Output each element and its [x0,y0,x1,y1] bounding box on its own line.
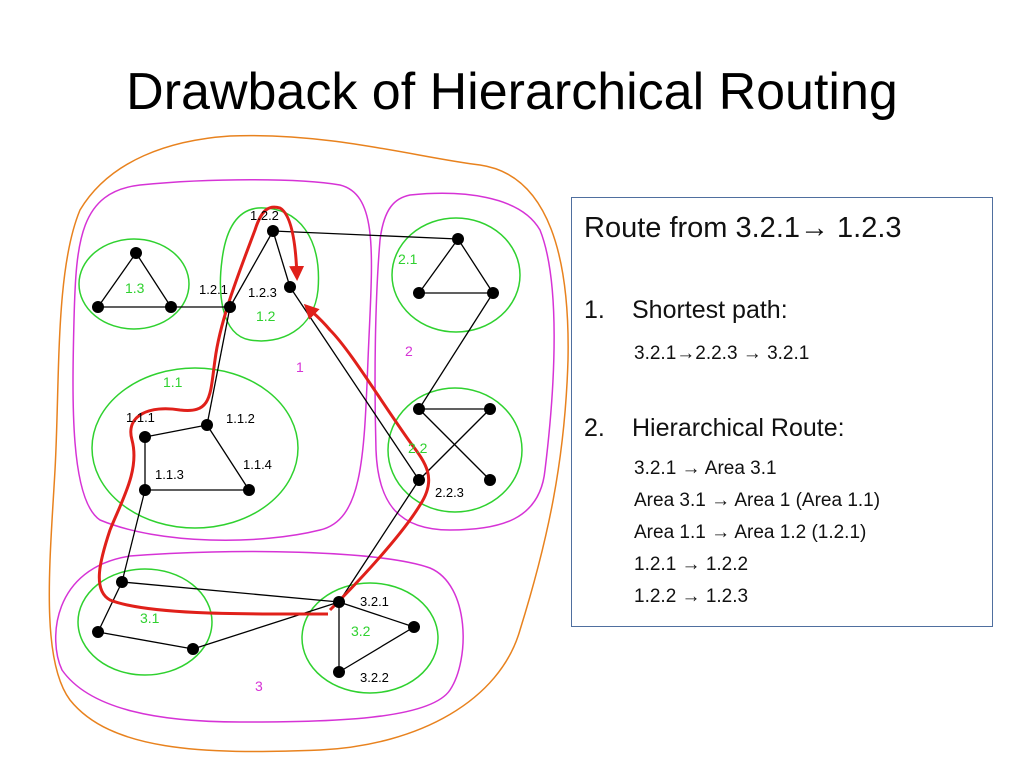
node [92,626,104,638]
node [484,474,496,486]
node-label-1-1-4: 1.1.4 [243,457,272,472]
node [187,643,199,655]
outer-network-boundary [48,134,569,753]
hierarchical-route-line: Area 3.1 → Area 1 (Area 1.1) [634,490,881,511]
link [418,238,459,294]
node [92,301,104,313]
node-label-2-2-3: 2.2.3 [435,485,464,500]
node [452,233,464,245]
subarea-label-3-1: 3.1 [140,610,160,626]
node-label-1-1-3: 1.1.3 [155,467,184,482]
area-2-boundary [374,192,555,531]
link [418,292,494,410]
node-2-2-3 [413,474,425,486]
route-title: Route from 3.2.1→ 1.2.3 [584,212,902,244]
node [165,301,177,313]
link [338,626,415,673]
node-label-1-1-1: 1.1.1 [126,410,155,425]
item-number: 1. [584,296,605,324]
subarea-label-1-2: 1.2 [256,308,276,324]
item-number: 2. [584,414,605,442]
node-1-2-1 [224,301,236,313]
node-1-1-2 [201,419,213,431]
subarea-label-3-2: 3.2 [351,623,371,639]
link [135,252,172,308]
node [413,403,425,415]
link [192,601,340,650]
item-heading: Hierarchical Route: [632,414,845,442]
network-links [97,230,494,673]
link [338,479,420,603]
link [97,631,194,650]
link [97,252,137,308]
hierarchical-route-line: 3.2.1 → Area 3.1 [634,458,777,479]
item-heading: Shortest path: [632,296,788,324]
slide-title: Drawback of Hierarchical Routing [126,63,898,121]
link [457,238,494,294]
node-3-2-2 [333,666,345,678]
hierarchical-route-line: Area 1.1 → Area 1.2 (1.2.1) [634,522,867,543]
area-label-2: 2 [405,343,413,359]
shortest-route-path [303,303,431,612]
subarea-1-2-boundary [219,207,320,342]
shortest-path-heading: 1. Shortest path: [584,296,788,325]
subarea-label-2-2: 2.2 [408,440,428,456]
subarea-2-1-boundary [391,217,521,333]
node [130,247,142,259]
node-label-3-2-1: 3.2.1 [360,594,389,609]
node-label-1-1-2: 1.1.2 [226,411,255,426]
node-3-2-1 [333,596,345,608]
link [206,424,250,491]
node-1-2-3 [284,281,296,293]
area-3-boundary [54,550,464,723]
node-label-3-2-2: 3.2.2 [360,670,389,685]
node-1-1-3 [139,484,151,496]
hierarchical-route-heading: 2. Hierarchical Route: [584,414,845,443]
link [97,581,123,633]
subarea-2-2-boundary [387,387,523,513]
node [408,621,420,633]
subarea-label-1-3: 1.3 [125,280,145,296]
network-nodes [92,225,499,678]
subarea-1-3-boundary [78,238,190,330]
link [272,230,459,240]
subarea-3-2-boundary [301,582,439,694]
node [116,576,128,588]
route-info-box: Route from 3.2.1→ 1.2.3 1. Shortest path:… [571,197,993,627]
area-1-boundary [72,179,373,541]
hierarchical-route-line: 1.2.2 → 1.2.3 [634,586,749,607]
node-1-2-2 [267,225,279,237]
link [229,230,274,308]
subarea-label-1-1: 1.1 [163,374,183,390]
link [289,286,420,481]
link [144,424,208,438]
link [121,489,146,583]
node-label-1-2-3: 1.2.3 [248,285,277,300]
node-label-1-2-1: 1.2.1 [199,282,228,297]
shortest-path-line: 3.2.1→2.2.3 → 3.2.1 [634,343,810,364]
hierarchical-route-path [97,205,329,616]
area-label-1: 1 [296,359,304,375]
link [418,408,491,481]
node [484,403,496,415]
node [413,287,425,299]
node-1-1-1 [139,431,151,443]
node-label-1-2-2: 1.2.2 [250,208,279,223]
area-label-3: 3 [255,678,263,694]
subarea-3-1-boundary [77,568,213,676]
link [206,306,231,426]
subarea-label-2-1: 2.1 [398,251,418,267]
link [121,581,340,603]
node [487,287,499,299]
hierarchical-route-line: 1.2.1 → 1.2.2 [634,554,749,575]
subarea-1-1-boundary [91,367,299,529]
link [338,601,415,628]
node-1-1-4 [243,484,255,496]
link [272,230,291,288]
